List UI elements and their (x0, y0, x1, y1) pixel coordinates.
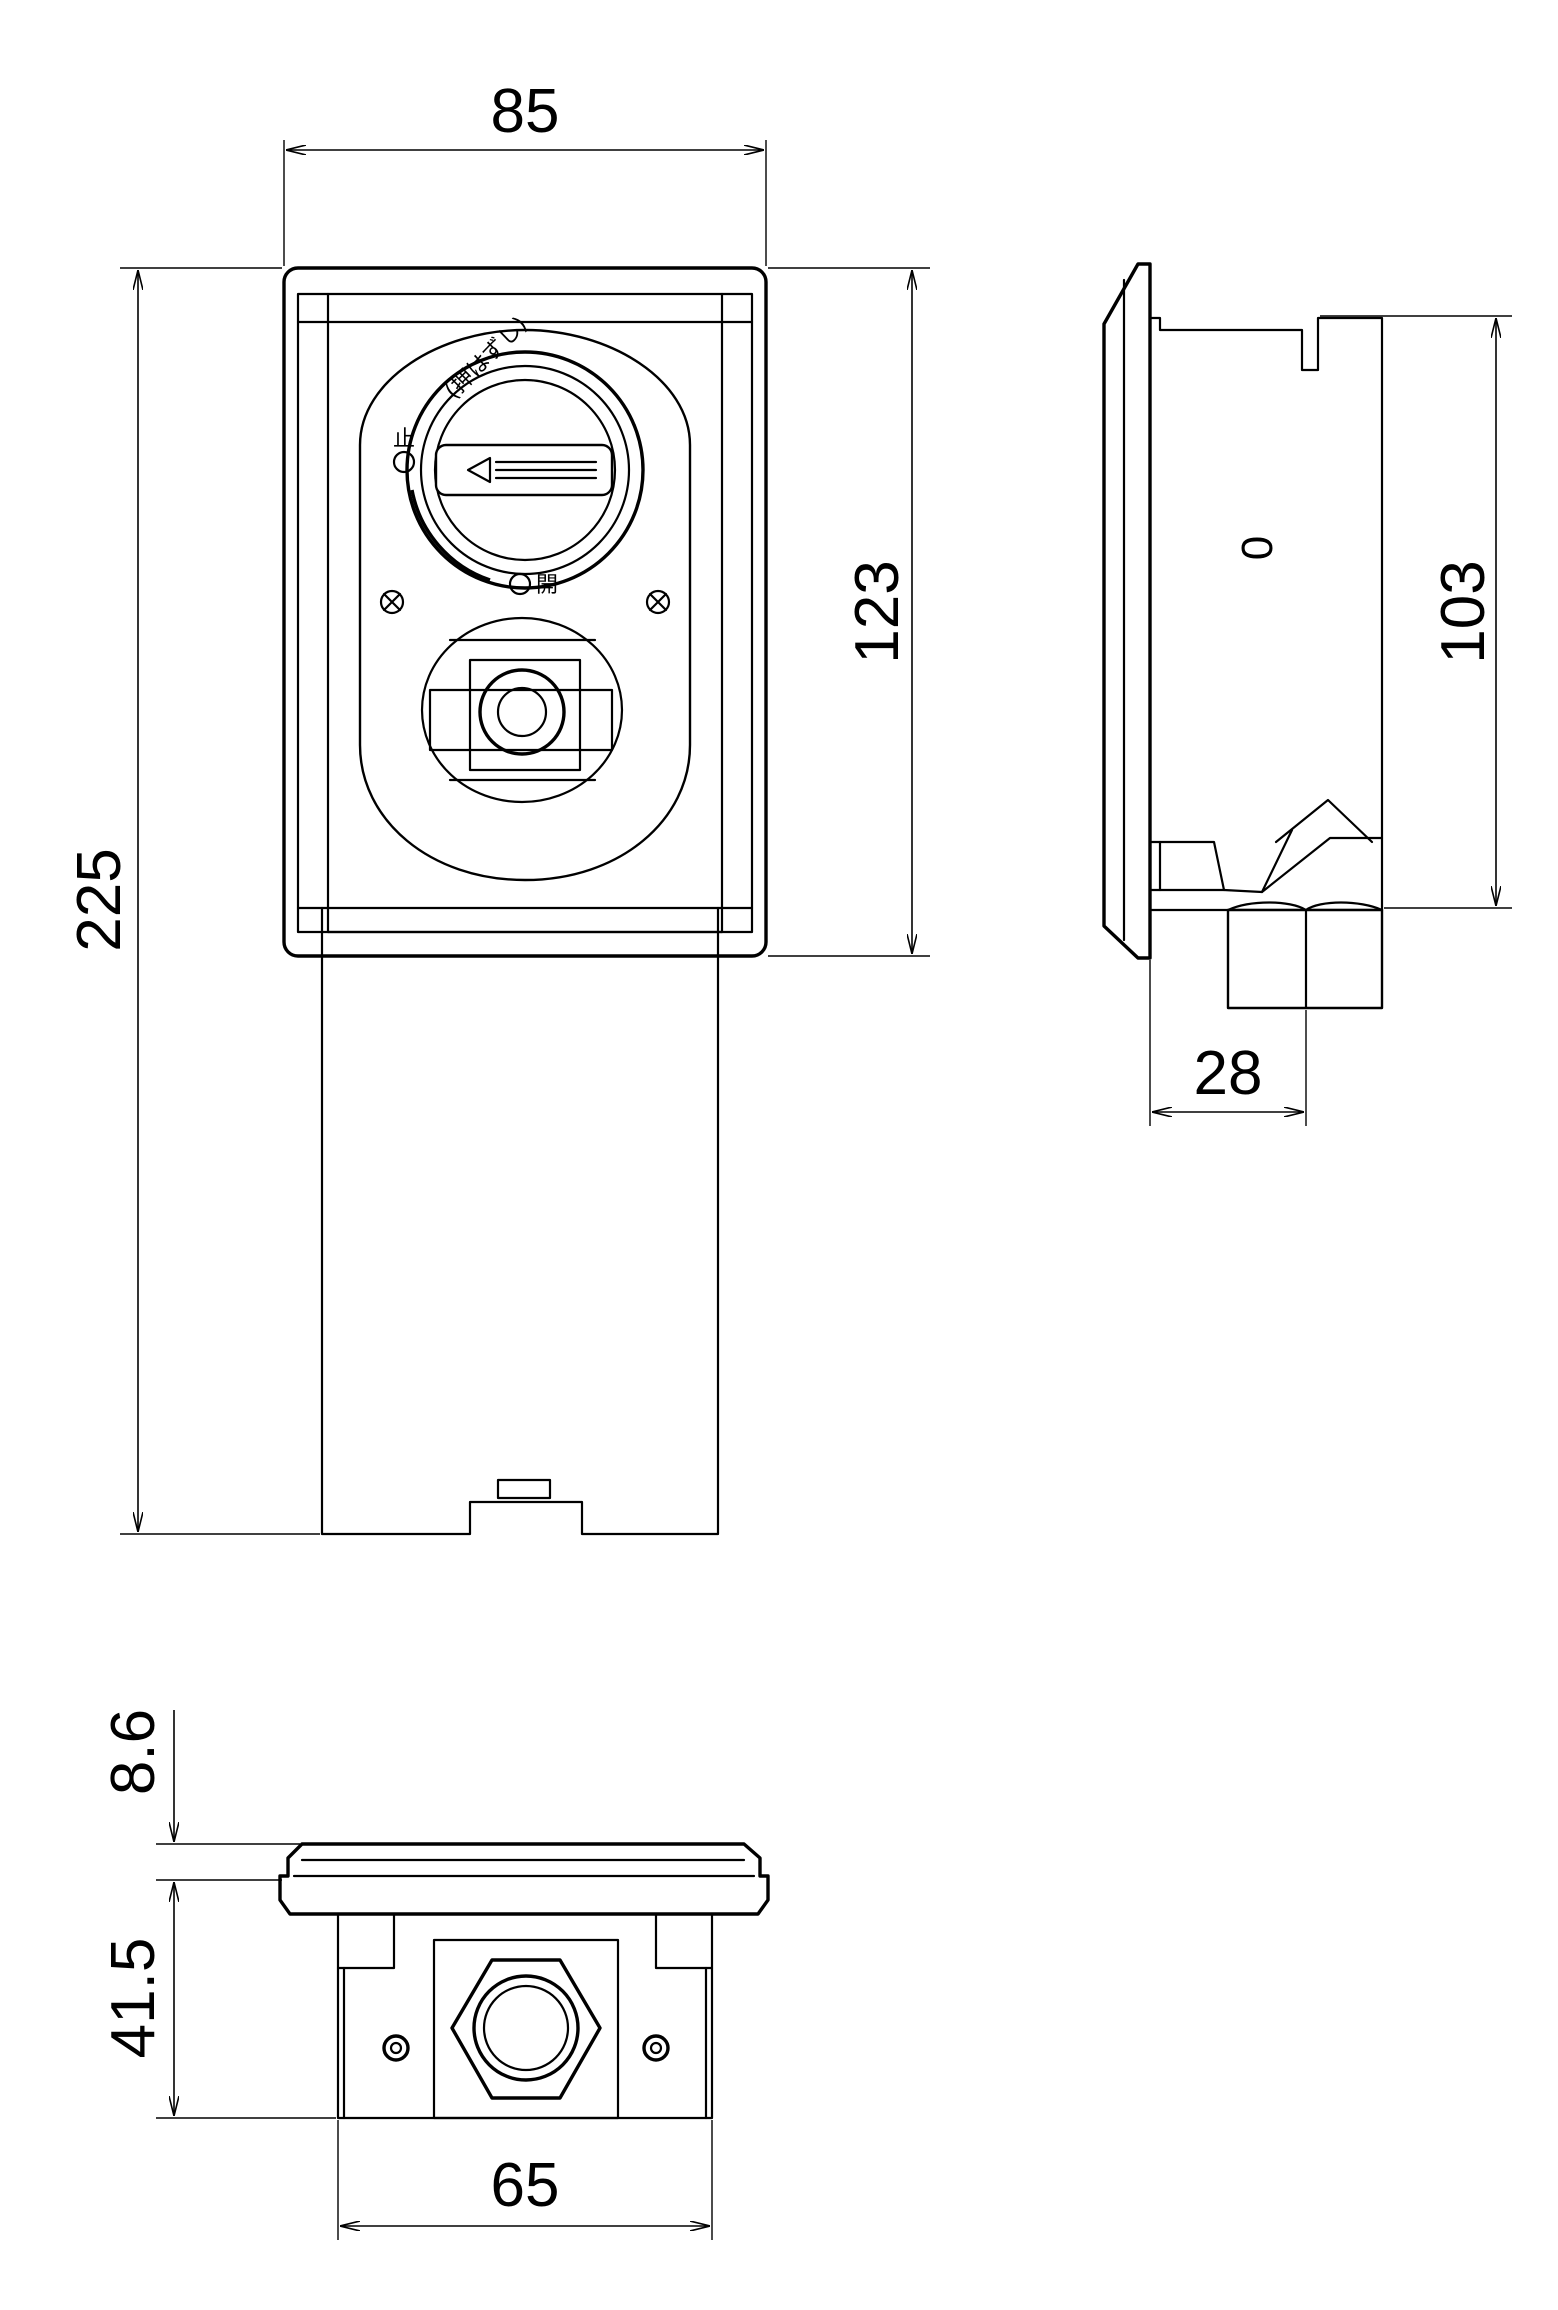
open-label: 開 (536, 573, 558, 598)
side-view: 0 103 28 (1102, 262, 1512, 1126)
stop-label: 止 (393, 427, 415, 452)
dim-bottom-body-label: 41.5 (99, 1938, 168, 2059)
dim-front-cover-height-label: 123 (843, 560, 912, 663)
bottom-flange (278, 1842, 770, 1916)
escutcheon-plate (358, 328, 692, 882)
side-flange (1102, 262, 1152, 960)
mount-hole-left-icon (382, 2034, 410, 2062)
dim-side-height: 103 (1320, 315, 1512, 909)
open-indicator-dot (508, 572, 532, 596)
dim-side-depth: 28 (1149, 960, 1307, 1126)
dim-side-depth-label: 28 (1194, 1039, 1263, 1108)
side-mark: 0 (1233, 536, 1282, 560)
screw-icon-right (645, 589, 671, 615)
screw-icon-left (379, 589, 405, 615)
knob-arrow-icon (466, 456, 492, 484)
bottom-outlet-ring (472, 1974, 580, 2082)
front-lower-body (320, 906, 720, 1536)
front-outer-frame (282, 266, 768, 958)
dim-front-total-height: 225 (65, 267, 320, 1535)
dim-front-total-height-label: 225 (65, 848, 134, 951)
dim-front-width-label: 85 (491, 77, 560, 146)
side-body (1148, 316, 1384, 840)
dim-bottom-flange: 8.6 (99, 1709, 300, 1881)
dim-bottom-flange-label: 8.6 (99, 1709, 168, 1795)
dim-front-cover-height: 123 (768, 267, 930, 957)
dim-side-height-label: 103 (1429, 560, 1498, 663)
mount-hole-right-icon (642, 2034, 670, 2062)
dim-front-width: 85 (283, 77, 767, 266)
bottom-view: 8.6 41.5 65 (99, 1709, 770, 2240)
front-view: 止 (押はずし) 開 8 (65, 77, 930, 1536)
dim-bottom-body: 41.5 (99, 1882, 336, 2119)
stop-indicator-dot (392, 450, 416, 474)
front-lower-tab (496, 1478, 552, 1500)
bottom-hex-nut (450, 1958, 602, 2100)
dim-bottom-width: 65 (337, 2120, 713, 2240)
dim-bottom-width-label: 65 (491, 2151, 560, 2220)
outlet-socket (420, 616, 624, 804)
